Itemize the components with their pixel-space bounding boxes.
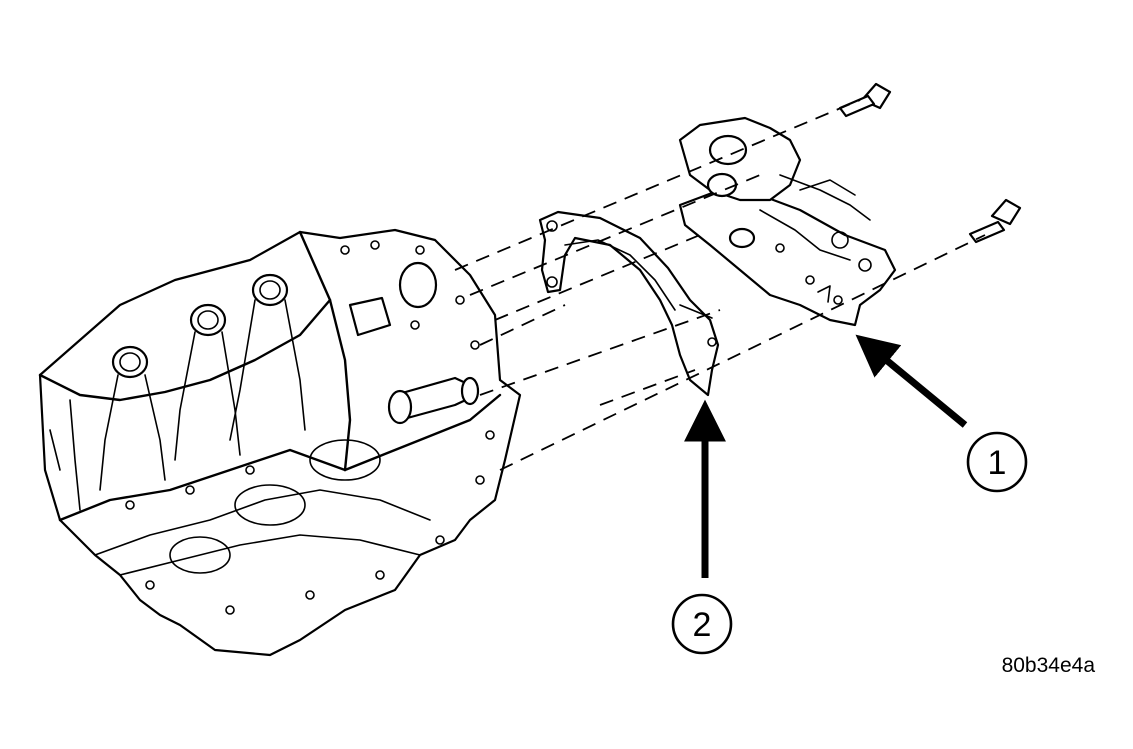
callout-1-label: 1 [988,444,1007,482]
callout-arrow-1 [855,334,968,428]
oil-pump-assembly [678,116,897,327]
callout-2-label: 2 [693,606,712,644]
callout-1: 1 [966,431,1028,493]
oil-pump-gasket [538,210,720,397]
callout-2: 2 [671,593,733,655]
cylinder-bores [111,273,289,379]
alignment-lines [454,99,986,471]
engine-block [38,228,522,657]
crankshaft-snout [387,376,480,425]
figure-code: 80b34e4a [1002,654,1096,677]
upper-bolt [838,82,892,118]
lower-bolt [968,198,1022,244]
